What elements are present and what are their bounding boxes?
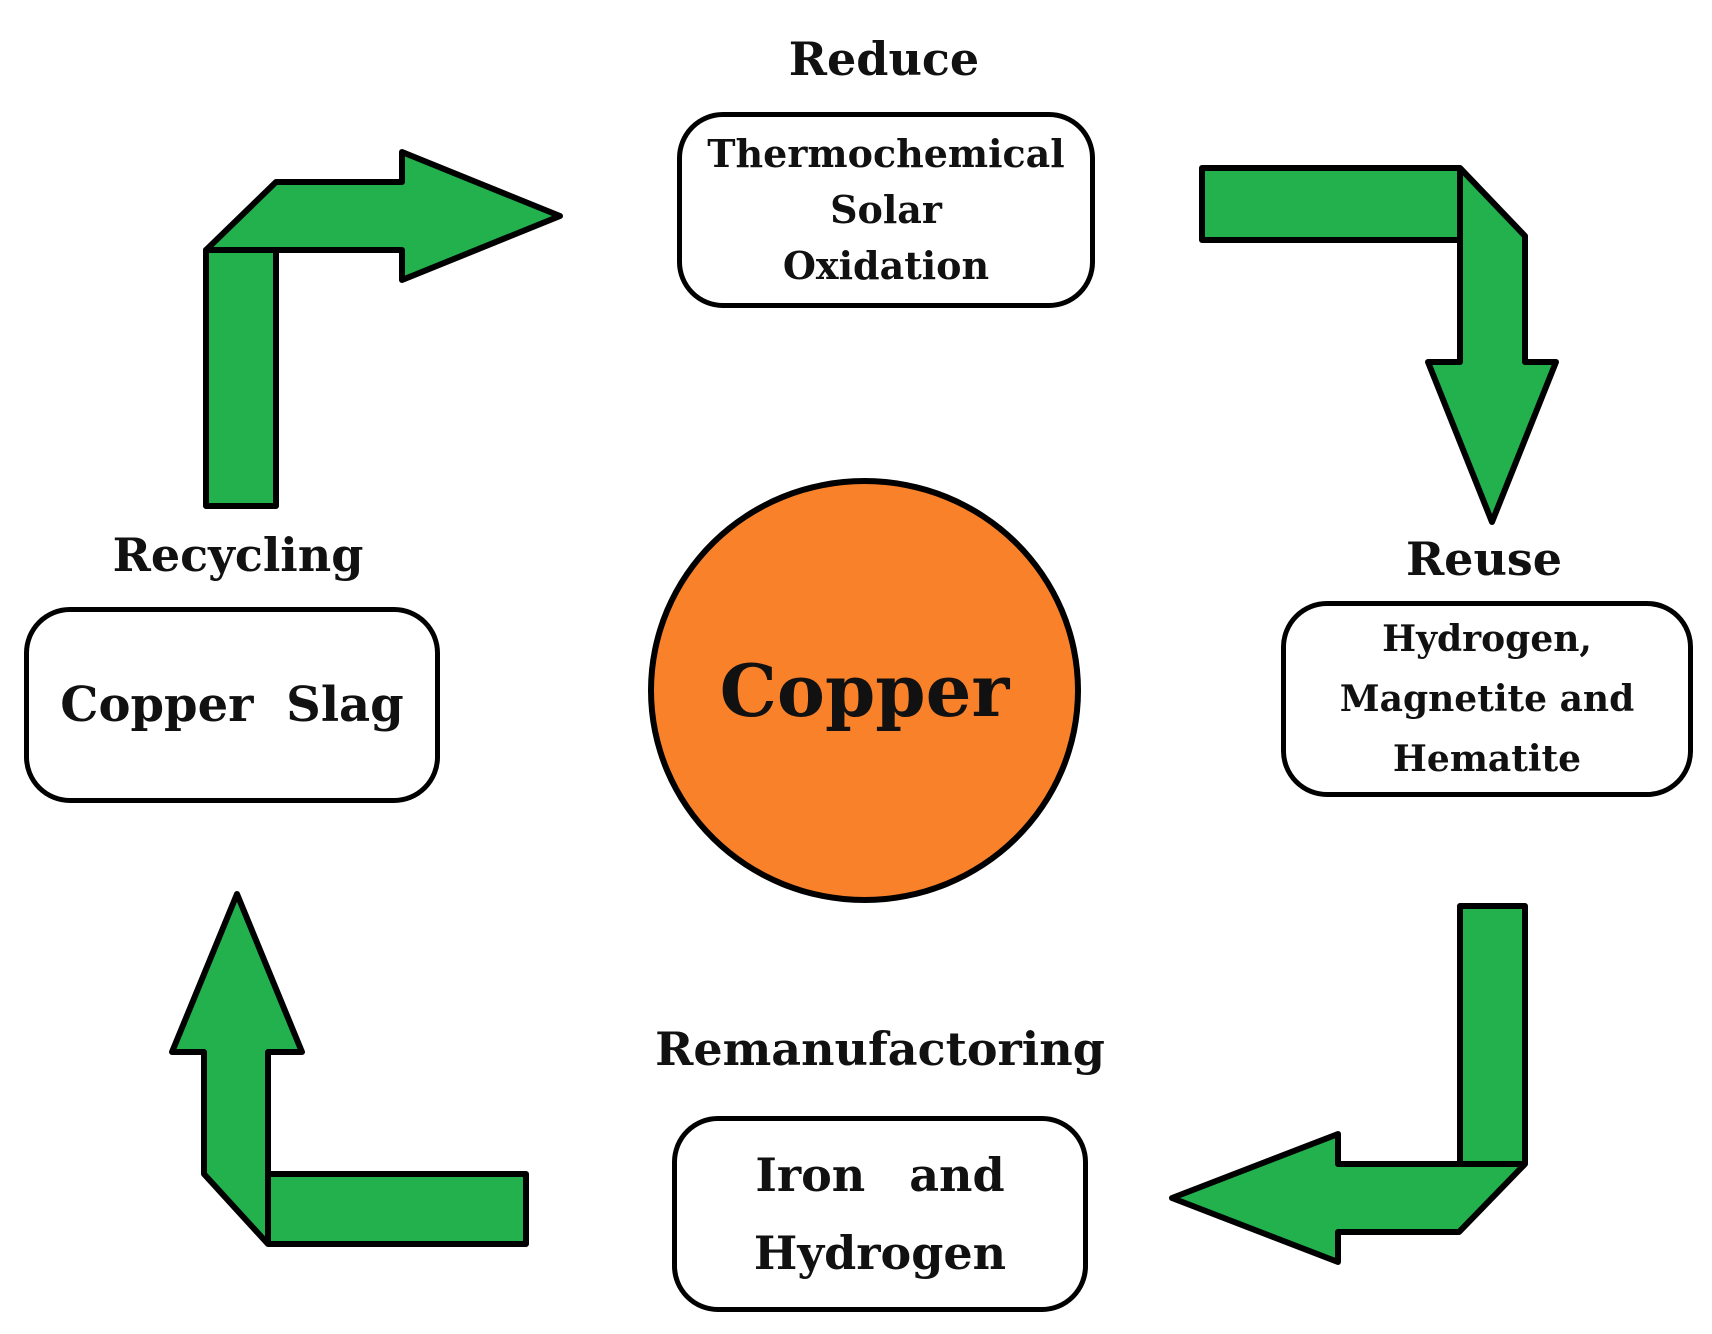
copper-label: Copper — [719, 648, 1010, 733]
remanufactoring-box: Iron and Hydrogen — [672, 1116, 1088, 1312]
right-arrow-icon — [203, 149, 563, 509]
reduce-box: Thermochemical Solar Oxidation — [677, 112, 1095, 308]
reuse-box-line: Magnetite and — [1339, 678, 1635, 720]
recycling-box: Copper Slag — [24, 607, 440, 803]
reduce-box-line: Thermochemical — [707, 131, 1065, 176]
down-arrow-icon — [1199, 165, 1559, 525]
reduce-box-line: Solar — [830, 187, 942, 232]
reuse-heading: Reuse — [1405, 532, 1563, 586]
reduce-box-line: Oxidation — [782, 243, 990, 288]
reuse-box-line: Hydrogen, — [1382, 618, 1592, 660]
left-arrow-icon — [1169, 903, 1528, 1265]
remanufactoring-box-line: Iron and — [755, 1148, 1005, 1202]
reuse-box-line: Hematite — [1392, 738, 1582, 780]
remanufactoring-heading: Remanufactoring — [655, 1022, 1105, 1076]
reduce-heading: Reduce — [788, 32, 980, 86]
recycling-heading: Recycling — [112, 528, 364, 582]
up-arrow-icon — [169, 891, 529, 1247]
recycling-box-line: Copper Slag — [60, 677, 404, 733]
copper-circle: Copper — [648, 478, 1081, 903]
remanufactoring-box-line: Hydrogen — [753, 1226, 1007, 1280]
reuse-box: Hydrogen, Magnetite and Hematite — [1281, 601, 1693, 797]
